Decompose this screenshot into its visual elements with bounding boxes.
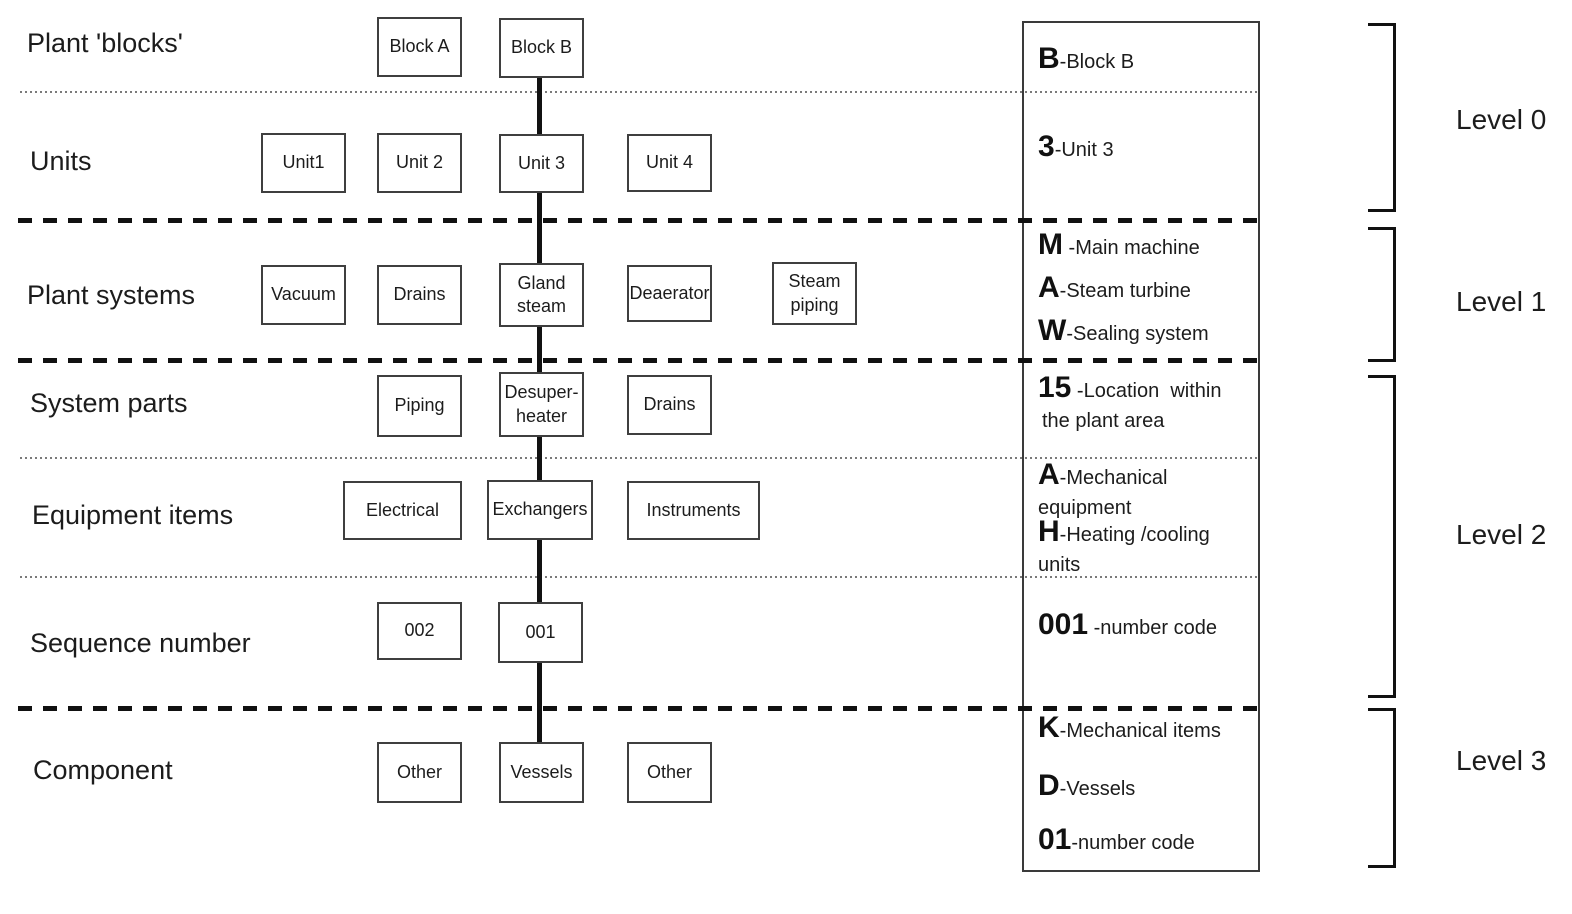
node-drains-part: Drains [627,375,712,435]
row-separator-dotted-1 [20,91,1260,93]
row-label-plant-systems: Plant systems [27,280,196,310]
code-entry-location: 15 -Location within the plant area [1038,373,1221,434]
node-desuperheater: Desuper-heater [499,372,584,437]
code-desc: -number code [1088,617,1218,639]
code-desc-line2: units [1038,554,1081,576]
code-entry-sealing-system: W-Sealing system [1038,316,1209,351]
level-label-3: Level 3 [1456,745,1547,776]
code-letter: H [1038,515,1060,548]
code-desc: -Block B [1059,51,1135,73]
node-unit-4: Unit 4 [627,134,712,192]
node-seq-001: 001 [498,602,583,663]
row-label-sequence-number: Sequence number [30,628,251,658]
node-unit-3: Unit 3 [499,134,584,193]
code-letter: B [1038,42,1060,75]
node-drains-sys: Drains [377,265,462,325]
code-desc: -Mechanical items [1059,720,1221,742]
node-exchangers: Exchangers [487,480,593,540]
code-letter: W [1038,314,1067,347]
code-desc: -Location within [1071,380,1222,402]
node-steam-piping: Steam piping [772,262,857,325]
code-desc: -Main machine [1063,237,1200,259]
level-boundary-dashed-1 [18,218,1260,223]
code-letter: 3 [1038,130,1055,163]
level-boundary-dashed-2 [18,358,1260,363]
bracket-level-1 [1368,227,1396,362]
code-desc: -Sealing system [1066,323,1209,345]
row-label-units: Units [30,146,92,176]
bracket-level-2 [1368,375,1396,698]
code-entry-mechanical-items: K-Mechanical items [1038,713,1221,748]
node-piping: Piping [377,375,462,437]
row-label-plant-blocks: Plant 'blocks' [27,28,183,58]
code-entry-unit-3: 3-Unit 3 [1038,132,1114,167]
code-entry-steam-turbine: A-Steam turbine [1038,273,1191,308]
code-desc: -Heating /cooling [1059,524,1210,546]
code-entry-vessels: D-Vessels [1038,771,1135,806]
code-letter: A [1038,458,1060,491]
node-gland-steam: Gland steam [499,263,584,327]
row-label-component: Component [33,755,173,785]
code-desc: -Vessels [1059,778,1136,800]
node-vessels: Vessels [499,742,584,803]
code-panel [1022,21,1260,872]
code-entry-block-b: B-Block B [1038,44,1134,79]
code-desc: -Steam turbine [1059,280,1191,302]
code-entry-mechanical-equipment: A-Mechanical equipment [1038,460,1168,521]
bracket-level-3 [1368,708,1396,868]
row-separator-dotted-3 [20,576,1260,578]
node-unit1: Unit1 [261,133,346,193]
code-desc: -Mechanical [1059,467,1168,489]
code-number: 01 [1038,823,1072,856]
node-electrical: Electrical [343,481,462,540]
row-separator-dotted-2 [20,457,1260,459]
node-other-2: Other [627,742,712,803]
node-other-1: Other [377,742,462,803]
code-desc-line2: equipment [1038,497,1132,519]
code-letter: D [1038,769,1060,802]
node-deaerator: Deaerator [627,265,712,322]
code-entry-number-code-01: 01-number code [1038,825,1195,860]
level-boundary-dashed-3 [18,706,1260,711]
code-letter: M [1038,228,1063,261]
code-entry-main-machine: M -Main machine [1038,230,1200,265]
node-block-a: Block A [377,17,462,77]
code-number: 15 [1038,371,1072,404]
node-block-b: Block B [499,18,584,78]
node-unit-2: Unit 2 [377,133,462,193]
row-label-system-parts: System parts [30,388,188,418]
level-label-1: Level 1 [1456,286,1547,317]
bracket-level-0 [1368,23,1396,212]
code-entry-heating-cooling: H-Heating /cooling units [1038,517,1210,578]
row-label-equipment-items: Equipment items [32,500,234,530]
code-desc: -Unit 3 [1054,139,1114,161]
level-label-0: Level 0 [1456,104,1547,135]
code-letter: A [1038,271,1060,304]
level-label-2: Level 2 [1456,519,1547,550]
code-desc-line2: the plant area [1042,410,1165,432]
code-desc: -number code [1071,832,1195,854]
code-number: 001 [1038,608,1089,641]
code-entry-number-code-001: 001 -number code [1038,610,1217,645]
node-instruments: Instruments [627,481,760,540]
code-letter: K [1038,711,1060,744]
node-seq-002: 002 [377,602,462,660]
node-vacuum: Vacuum [261,265,346,325]
